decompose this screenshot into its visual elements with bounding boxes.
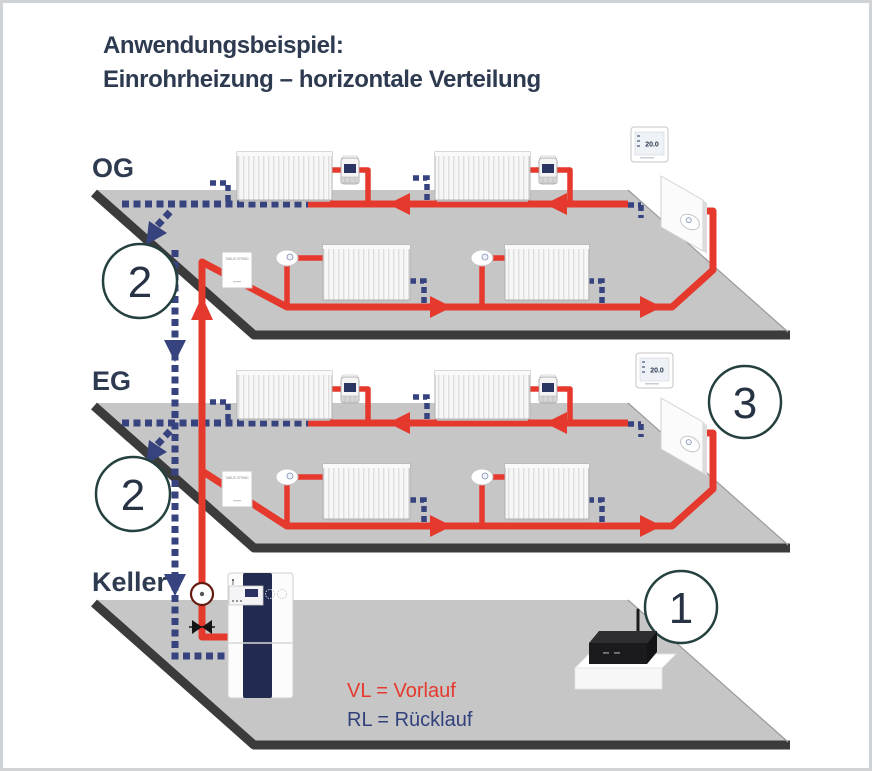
ruecklauf-stub-og-1 [210, 180, 231, 204]
radiator-og-front-left [322, 244, 411, 302]
floor-right-edge-og [627, 189, 789, 333]
callout-3-circle [707, 364, 783, 440]
flow-arrow-eg-front-1 [430, 515, 452, 537]
ruecklauf-hop-og-panel [628, 202, 644, 218]
floor-label-og: OG [92, 153, 134, 183]
return-arrow-og-corner [146, 221, 167, 245]
wall-unit-eg: TABUS STRING [221, 470, 253, 508]
shutoff-valve-icon [189, 620, 215, 634]
flow-arrow-eg-front-2 [640, 515, 662, 537]
callout-3-number: 3 [733, 379, 757, 428]
ruecklauf-stub-eg-4 [588, 497, 605, 526]
legend: VL = Vorlauf RL = Rücklauf [347, 680, 473, 731]
floor-edge-keller [91, 599, 790, 750]
panel-radiator-og [660, 175, 707, 254]
return-arrow-riser-upper [164, 340, 186, 362]
title-line-1: Anwendungsbeispiel: [103, 32, 343, 59]
valve-actuator-icon-eg-panel [680, 435, 700, 453]
page-title: Anwendungsbeispiel: Einrohrheizung – hor… [103, 32, 541, 93]
wall-unit-og: TABUS STRING [221, 251, 253, 289]
legend-ruecklauf: RL = Rücklauf [347, 709, 473, 731]
vorlauf-pipes [198, 167, 717, 641]
trv-head-icon-og-1 [340, 155, 360, 185]
boiler-control-panel [228, 579, 287, 606]
floor-right-edge-eg [627, 402, 789, 546]
flow-arrow-eg-back-2 [545, 412, 567, 434]
boiler-dial-icon-1 [265, 589, 275, 599]
radiator-eg-back-right [434, 370, 531, 421]
vorlauf-arrows [191, 193, 662, 537]
flow-arrow-og-back-1 [388, 193, 410, 215]
trv-head-icon-og-2 [538, 155, 558, 185]
og-devices: TABUS STRING [221, 151, 707, 302]
flow-arrow-eg-back-1 [388, 412, 410, 434]
return-arrow-eg-corner [146, 440, 167, 464]
callout-riser-og: 2 [101, 242, 179, 320]
radiator-og-back-left [236, 151, 333, 202]
ruecklauf-stub-eg-2 [413, 394, 430, 423]
valve-actuator-icon-og-panel [680, 213, 700, 231]
floor-label-eg: EG [92, 366, 131, 396]
ruecklauf-stub-og-2 [413, 175, 430, 204]
wall-unit-label: TABUS STRING [225, 257, 249, 261]
callout-gateway: 1 [643, 569, 719, 645]
callout-riser-eg: 2 [94, 455, 172, 533]
boiler-dial-icon-2 [277, 589, 287, 599]
ruecklauf-hop-eg-panel [628, 421, 644, 437]
thermostat-display: 20.0 [645, 142, 659, 149]
gateway-led-icon-1 [603, 652, 609, 654]
ruecklauf-stub-eg-3 [410, 497, 427, 526]
circulation-pump-icon [189, 581, 215, 607]
radiator-eg-front-right [504, 463, 590, 521]
legend-vorlauf: VL = Vorlauf [347, 680, 456, 702]
trv-head-icon-eg-2 [538, 374, 558, 404]
valve-actuator-icon-og-1 [275, 249, 299, 267]
ruecklauf-arrows [146, 221, 186, 596]
return-arrow-riser-lower [164, 574, 186, 596]
callout-2-circle-eg [94, 455, 172, 533]
radiator-og-back-right [434, 151, 531, 202]
flow-arrow-riser-up [191, 296, 213, 320]
gateway-led-icon-2 [614, 652, 620, 654]
radiator-og-front-right [504, 244, 590, 302]
eg-devices: TABUS STRING [221, 370, 707, 521]
valve-actuator-icon-eg-1 [275, 468, 299, 486]
radiator-eg-back-left [236, 370, 333, 421]
panel-radiator-eg [660, 397, 707, 476]
callout-2-circle-og [101, 242, 179, 320]
callout-1-circle [643, 569, 719, 645]
title-line-2: Einrohrheizung – horizontale Verteilung [103, 66, 541, 93]
floor-edge-eg [91, 402, 790, 553]
boiler [227, 572, 294, 699]
thermostat-display: 20.0 [650, 368, 664, 375]
valve-actuator-icon-eg-2 [470, 468, 494, 486]
ruecklauf-bend-eg [153, 428, 173, 449]
ruecklauf-stub-og-4 [588, 278, 605, 307]
callout-panel-heater: 3 [707, 364, 783, 440]
callout-2-number-eg: 2 [121, 471, 145, 520]
flow-arrow-og-front-1 [430, 296, 452, 318]
ruecklauf-pipes [122, 175, 644, 660]
trv-head-icon-eg-1 [340, 374, 360, 404]
flow-arrow-og-back-2 [545, 193, 567, 215]
room-thermostat-eg: 20.0 [635, 352, 674, 389]
room-thermostat-og: 20.0 [630, 126, 669, 163]
floor-slab-eg [91, 402, 790, 553]
flow-arrow-og-front-2 [640, 296, 662, 318]
ruecklauf-stub-eg-1 [210, 399, 231, 423]
callout-1-number: 1 [669, 584, 693, 633]
callout-2-number-og: 2 [128, 258, 152, 307]
wall-unit-label: TABUS STRING [225, 476, 249, 480]
ruecklauf-stub-og-3 [410, 278, 427, 307]
floor-label-keller: Keller [92, 567, 168, 597]
radiator-eg-front-left [322, 463, 411, 521]
ruecklauf-riser [171, 250, 228, 660]
vorlauf-eg-loop [200, 429, 717, 530]
gateway [589, 608, 657, 664]
ruecklauf-bend-og [153, 209, 173, 230]
valve-actuator-icon-og-2 [470, 249, 494, 267]
